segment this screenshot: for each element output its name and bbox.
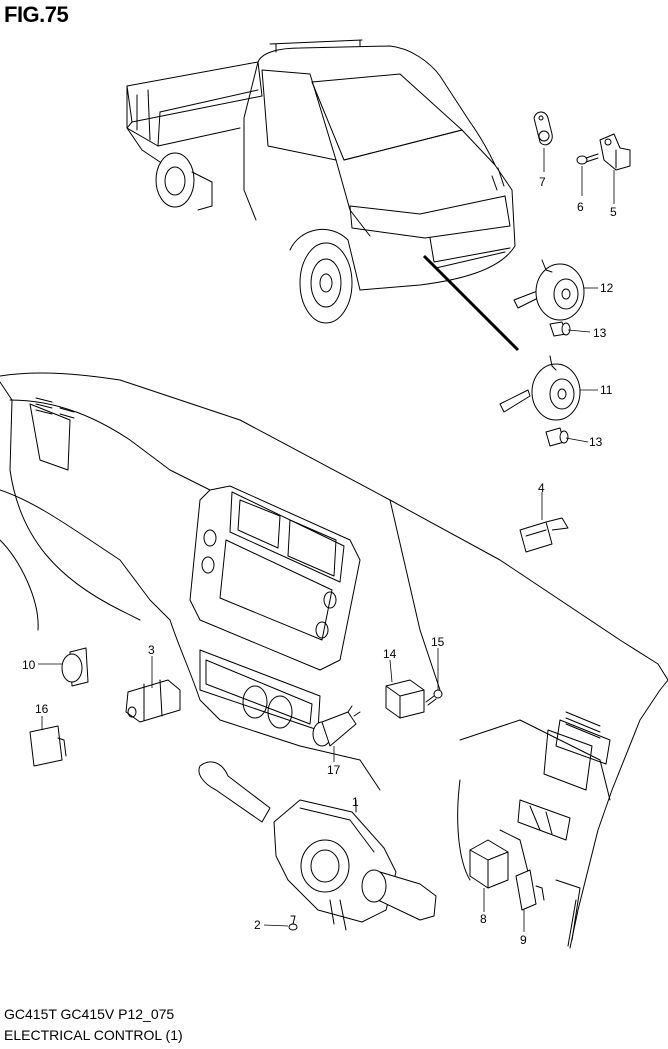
leader-lines — [38, 148, 615, 932]
part-9-switch — [515, 869, 545, 911]
callout-12: 12 — [600, 281, 614, 295]
truck-illustration — [126, 39, 520, 352]
part-8-relay — [469, 839, 509, 889]
part-3-switch — [125, 679, 181, 723]
part-1-combination-switch — [198, 761, 437, 931]
callout-5: 5 — [610, 205, 617, 219]
callout-3: 3 — [148, 643, 155, 657]
part-6-bolt — [576, 153, 599, 165]
part-16-switch — [29, 725, 67, 767]
callout-11: 11 — [600, 383, 613, 397]
callout-13-lower: 13 — [589, 435, 603, 449]
callout-8: 8 — [480, 912, 487, 926]
callout-6: 6 — [577, 200, 584, 214]
callout-7: 7 — [539, 175, 546, 189]
callout-15: 15 — [431, 635, 445, 649]
callout-16: 16 — [35, 702, 49, 716]
callout-numbers: 7 6 5 12 13 11 13 4 10 3 16 14 15 17 1 2… — [22, 175, 617, 947]
callout-14: 14 — [383, 647, 397, 661]
part-4-switch — [519, 517, 569, 553]
part-2-screw — [288, 915, 298, 931]
model-codes: GC415T GC415V P12_075 — [4, 1006, 175, 1022]
part-17-lighter — [312, 705, 361, 747]
part-15-screw — [425, 689, 443, 706]
part-10-switch — [61, 647, 89, 687]
callout-2: 2 — [254, 918, 261, 932]
callout-13-upper: 13 — [593, 326, 607, 340]
figure-title: FIG.75 — [4, 2, 69, 27]
callout-9: 9 — [520, 933, 527, 947]
part-7-bracket — [533, 111, 553, 146]
callout-17: 17 — [327, 763, 341, 777]
part-12-horn — [513, 259, 585, 321]
part-11-horn — [499, 355, 581, 421]
part-13-bolt-upper — [549, 321, 571, 337]
part-13-bolt-lower — [545, 427, 569, 447]
callout-4: 4 — [538, 481, 545, 495]
callout-1: 1 — [352, 795, 359, 809]
callout-10: 10 — [22, 658, 36, 672]
part-14-relay — [385, 679, 425, 719]
part-5-sensor — [599, 133, 631, 171]
dashboard-illustration — [0, 372, 668, 949]
figure-caption: ELECTRICAL CONTROL (1) — [4, 1027, 183, 1043]
